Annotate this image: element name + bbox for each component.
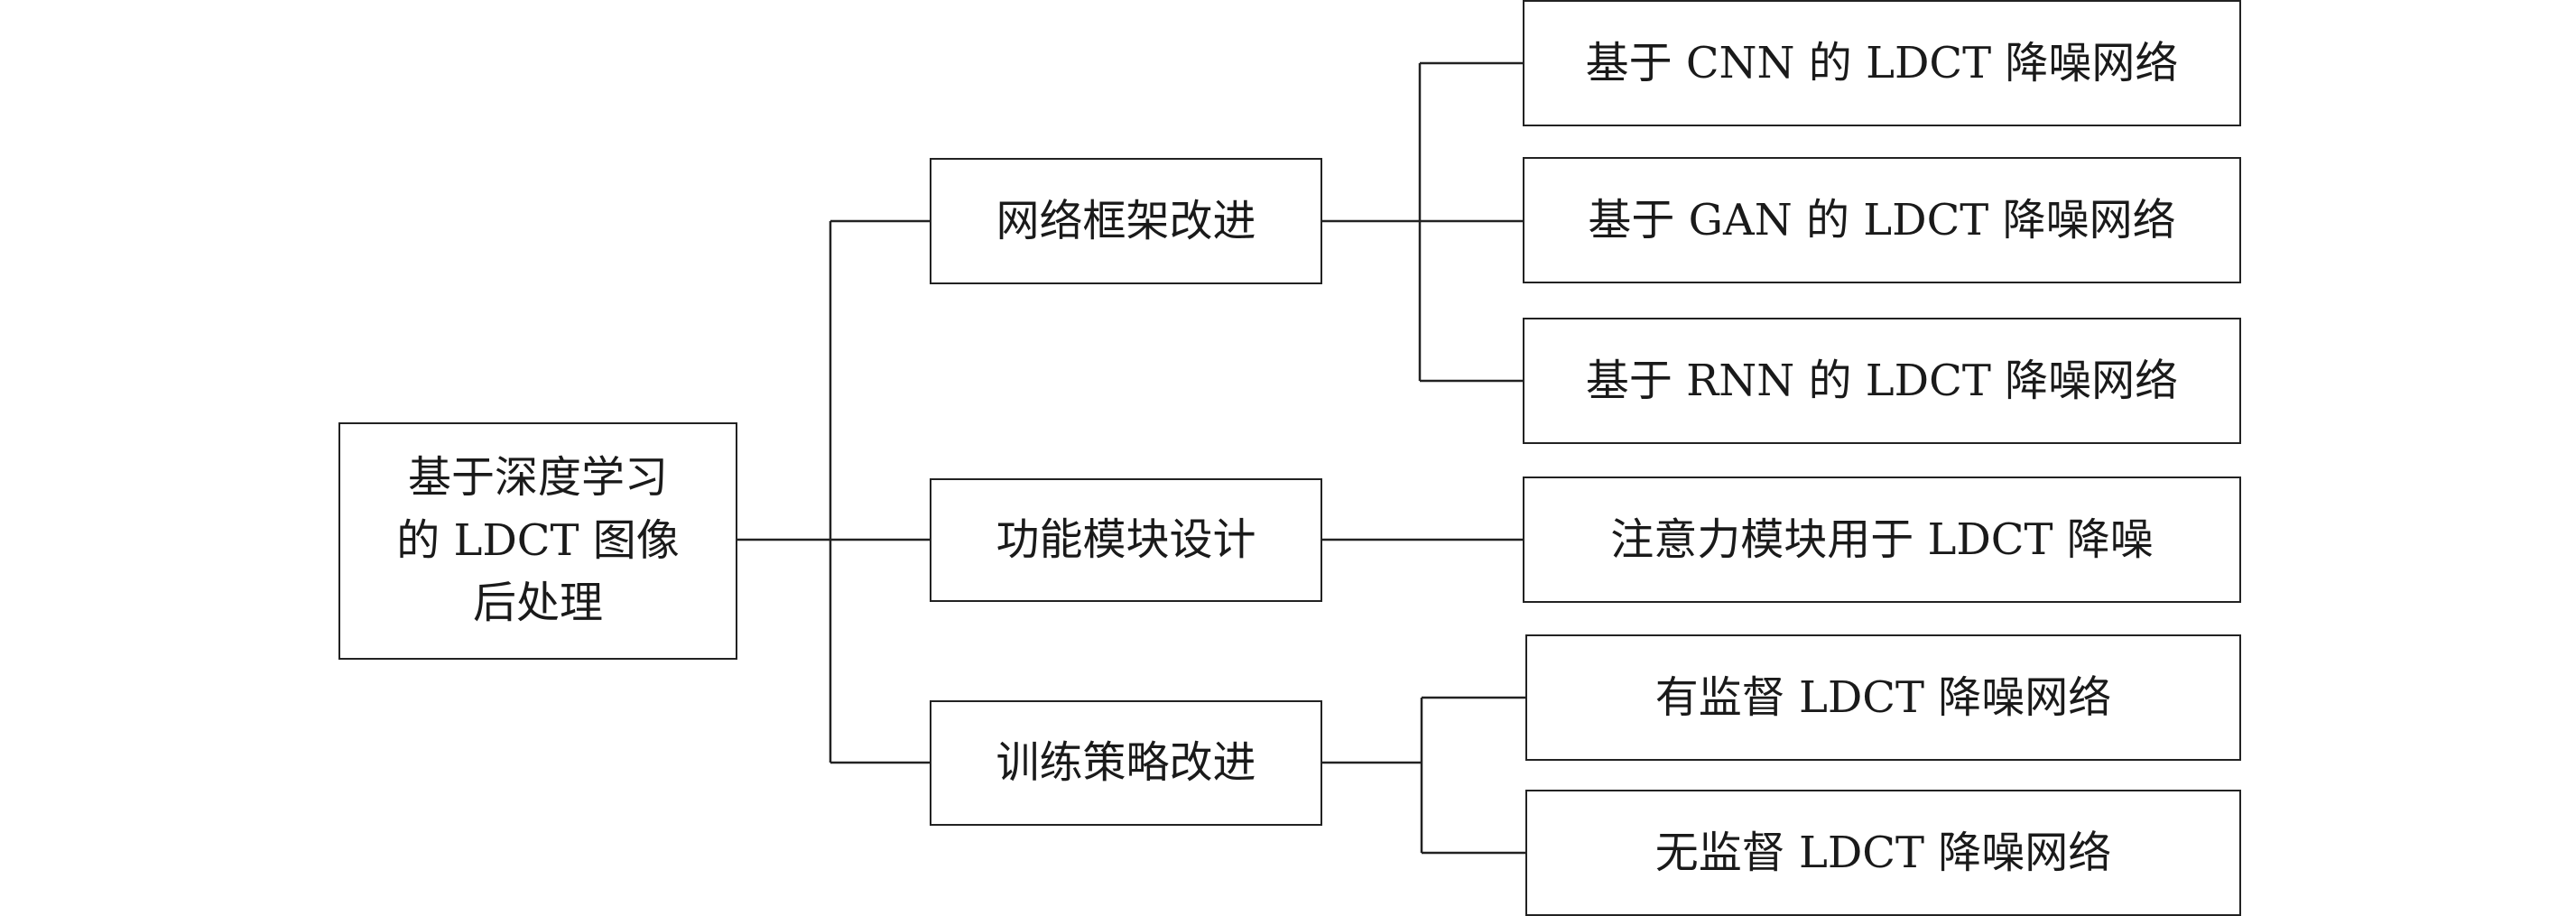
leaf-node-unsupervised: 无监督 LDCT 降噪网络 — [1525, 790, 2241, 916]
category-label: 功能模块设计 — [996, 514, 1256, 566]
leaf-label: 有监督 LDCT 降噪网络 — [1654, 671, 2112, 723]
category-node-network-framework: 网络框架改进 — [930, 158, 1322, 284]
leaf-label: 基于 CNN 的 LDCT 降噪网络 — [1585, 37, 2179, 88]
leaf-node-attention: 注意力模块用于 LDCT 降噪 — [1523, 477, 2241, 603]
root-line-2: 的 LDCT 图像 — [396, 514, 680, 566]
category-label: 训练策略改进 — [996, 737, 1256, 789]
root-line-3: 后处理 — [472, 578, 603, 629]
leaf-node-supervised: 有监督 LDCT 降噪网络 — [1525, 634, 2241, 761]
leaf-node-gan: 基于 GAN 的 LDCT 降噪网络 — [1523, 157, 2241, 283]
leaf-node-cnn: 基于 CNN 的 LDCT 降噪网络 — [1523, 0, 2241, 126]
category-node-training-strategy: 训练策略改进 — [930, 700, 1322, 826]
leaf-label: 注意力模块用于 LDCT 降噪 — [1610, 514, 2154, 565]
leaf-label: 无监督 LDCT 降噪网络 — [1654, 827, 2112, 878]
category-label: 网络框架改进 — [996, 195, 1256, 246]
root-line-1: 基于深度学习 — [407, 452, 668, 504]
leaf-label: 基于 GAN 的 LDCT 降噪网络 — [1588, 194, 2176, 245]
category-node-module-design: 功能模块设计 — [930, 478, 1322, 602]
leaf-label: 基于 RNN 的 LDCT 降噪网络 — [1585, 355, 2179, 406]
root-node: 基于深度学习 的 LDCT 图像 后处理 — [338, 422, 737, 660]
leaf-node-rnn: 基于 RNN 的 LDCT 降噪网络 — [1523, 318, 2241, 444]
